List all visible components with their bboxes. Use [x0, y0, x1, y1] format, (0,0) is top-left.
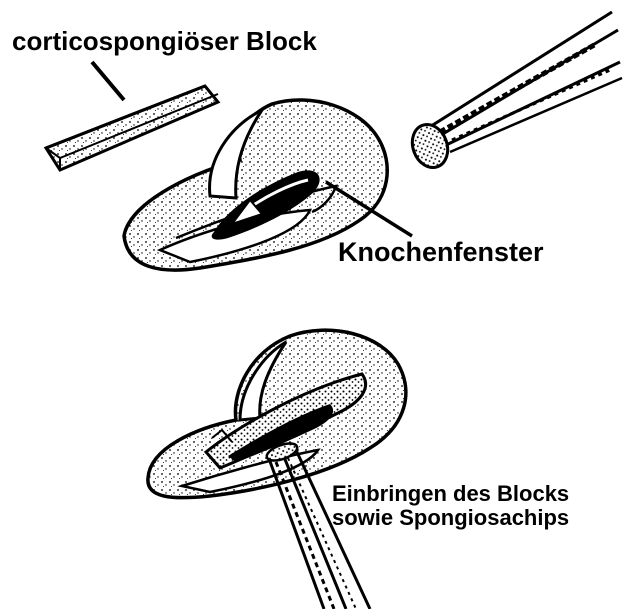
forceps-top: [428, 12, 622, 152]
block-leader-line: [92, 62, 124, 100]
cortico-cancellous-block: [46, 86, 218, 170]
insertion-label-line1: Einbringen des Blocks: [332, 482, 569, 506]
block-label: corticospongiöser Block: [12, 27, 317, 56]
cancellous-chip: [407, 120, 454, 173]
insertion-label: Einbringen des Blocks sowie Spongiosachi…: [332, 482, 569, 530]
insertion-label-line2: sowie Spongiosachips: [332, 506, 569, 530]
bone-window-label: Knochenfenster: [338, 238, 544, 268]
